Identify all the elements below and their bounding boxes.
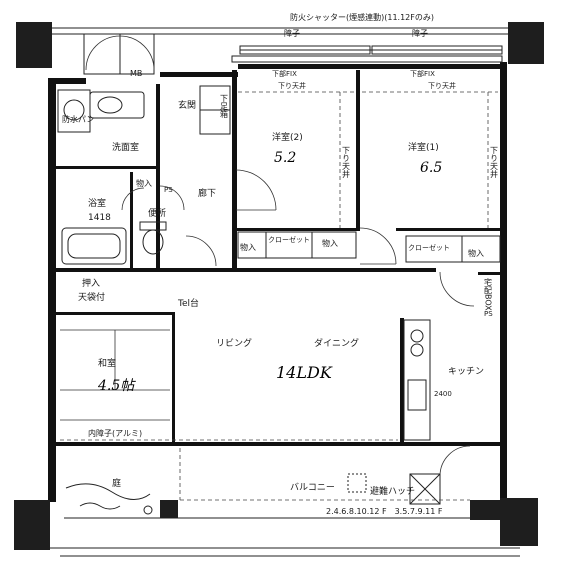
shoe-box-label: 下足箱 — [220, 94, 229, 119]
kitchen-dimension: 2400 — [434, 390, 452, 398]
lowered-ceiling-2: 下り天井 — [428, 81, 456, 90]
shoji-label-left: 障子 — [284, 28, 300, 38]
mb-label: MB — [130, 69, 142, 78]
inner-shoji-label: 内障子(アルミ) — [88, 428, 142, 438]
washer-pan-label: 防水パン — [62, 114, 94, 124]
lowered-ceiling-1: 下り天井 — [278, 81, 306, 90]
labels: 防火シャッター(煙感連動)(11.12Fのみ) 障子 障子 MB 下部FIX 下… — [62, 12, 499, 516]
dining-label: ダイニング — [314, 337, 359, 349]
delivery-box-label: 宅配BOX — [484, 277, 493, 311]
escape-hatch-label: 避難ハッチ — [370, 485, 415, 497]
kitchen-label: キッチン — [448, 366, 484, 377]
oshiire-label: 押入 — [82, 277, 100, 289]
columns — [14, 22, 544, 550]
western-room-2-size: 5.2 — [274, 150, 296, 166]
western-room-1-size: 6.5 — [420, 160, 442, 176]
tel-label: Tel台 — [177, 297, 199, 309]
ps-upper-label: PS — [164, 186, 173, 194]
dashed-lines — [60, 91, 498, 501]
windows-top — [83, 33, 503, 75]
hallway-label: 廊下 — [198, 187, 216, 199]
japanese-room-size: 4.5帖 — [97, 378, 136, 394]
bathroom-name: 浴室 — [88, 197, 106, 209]
western-room-1-name: 洋室(1) — [408, 141, 439, 153]
floors-note: 2.4.6.8.10.12 F 3.5.7.9.11 F — [326, 507, 443, 516]
shoji-label-right: 障子 — [412, 28, 428, 38]
living-label: リビング — [216, 337, 252, 349]
walls — [48, 62, 507, 502]
storage-a-label: 物入 — [240, 242, 256, 252]
closet-a-label: クローゼット — [268, 235, 310, 244]
entrance-label: 玄関 — [178, 99, 196, 111]
exterior-lines — [48, 27, 520, 557]
toilet-label: 便所 — [148, 207, 166, 219]
tatami-lines — [60, 329, 170, 421]
lowered-ceiling-3: 下り天井 — [342, 146, 351, 179]
tenbukuro-label: 天袋付 — [78, 291, 105, 303]
lower-fix-right: 下部FIX — [410, 69, 435, 78]
door-swings — [85, 35, 475, 477]
washroom-label: 洗面室 — [112, 141, 139, 153]
shutter-note: 防火シャッター(煙感連動)(11.12Fのみ) — [290, 12, 434, 22]
fixtures — [57, 85, 501, 515]
western-room-2-name: 洋室(2) — [272, 131, 303, 143]
storage-b-label: 物入 — [322, 238, 338, 248]
bath-storage-label: 物入 — [136, 178, 152, 188]
garden-label: 庭 — [112, 477, 121, 489]
ps-lower-label: PS — [484, 310, 493, 318]
bathroom-size: 1418 — [88, 213, 111, 223]
japanese-room-name: 和室 — [98, 357, 116, 369]
storage-c-label: 物入 — [468, 248, 484, 258]
ldk-label: 14LDK — [276, 363, 333, 382]
balcony-label: バルコニー — [290, 482, 335, 493]
lowered-ceiling-4: 下り天井 — [490, 146, 499, 179]
lower-fix-left: 下部FIX — [272, 69, 297, 78]
closet-b-label: クローゼット — [408, 243, 450, 252]
